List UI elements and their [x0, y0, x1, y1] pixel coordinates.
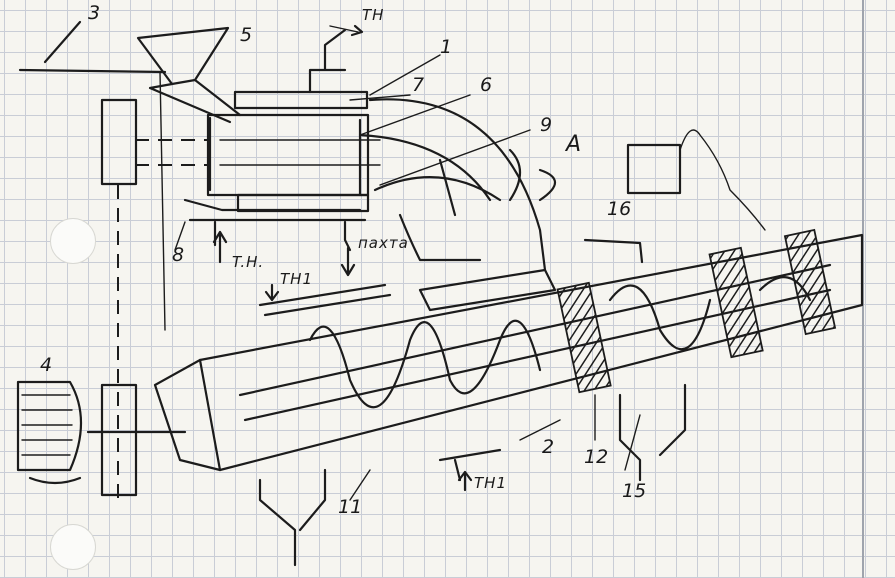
label-16: 16 [607, 198, 632, 220]
label-section-a: A [566, 132, 582, 157]
label-15: 15 [622, 480, 647, 502]
label-6: 6 [480, 74, 493, 96]
outlet-hoppers-15 [258, 383, 687, 567]
base-8 [183, 198, 367, 252]
feed-hopper-5 [136, 26, 242, 124]
flow-arrows [212, 230, 473, 492]
label-th-top: TH [362, 6, 385, 24]
label-cotton: пахта [358, 234, 409, 252]
punch-hole-lower [50, 524, 96, 570]
punch-hole-upper [50, 218, 96, 264]
label-tn: T.H. [232, 253, 265, 271]
label-11: 11 [338, 496, 363, 518]
label-2: 2 [542, 436, 555, 458]
air-duct-9 [358, 98, 557, 272]
leader-lines [174, 54, 641, 501]
label-th1-lower: TH1 [474, 474, 507, 492]
label-7: 7 [412, 74, 425, 96]
label-3: 3 [88, 2, 101, 24]
motor-4 [16, 380, 187, 485]
hatched-segments-12 [556, 228, 837, 394]
frame-line-3 [18, 20, 167, 331]
label-9: 9 [540, 114, 553, 136]
drum-unit-6 [206, 24, 381, 213]
label-8: 8 [172, 244, 185, 266]
label-4: 4 [40, 354, 53, 376]
label-5: 5 [240, 24, 253, 46]
drive-pulley-column [100, 98, 210, 500]
label-12: 12 [584, 446, 609, 468]
label-1: 1 [440, 36, 453, 58]
label-th1-upper: TH1 [280, 270, 313, 288]
control-box-16 [583, 129, 766, 264]
screw-conveyor-2 [153, 233, 864, 482]
